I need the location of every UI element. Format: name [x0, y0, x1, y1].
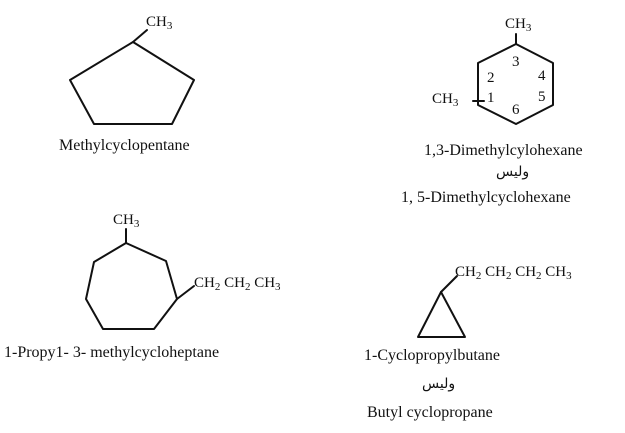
compound-name-propylmethylcycloheptane: 1-Propy1- 3- methylcycloheptane [4, 344, 220, 361]
compound-name-methylcyclopentane: Methylcyclopentane [59, 137, 190, 154]
methyl-group: CH3 [146, 14, 173, 32]
cyclopentane-ring [69, 41, 195, 125]
butyl-chain: CH2 CH2 CH2 CH3 [455, 264, 572, 282]
methyl-group-top: CH3 [505, 16, 532, 34]
alt-name-dimethylcyclohexane: 1, 5-Dimethylcyclohexane [401, 189, 571, 206]
methyl-group: CH3 [113, 212, 140, 230]
connector-text: وليس [496, 164, 530, 180]
connector-text: وليس [422, 376, 456, 392]
propyl-bond [176, 285, 195, 300]
compound-name-cyclopropylbutane: 1-Cyclopropylbutane [364, 347, 500, 364]
ring-number-6: 6 [512, 102, 520, 118]
compound-name-dimethylcyclohexane: 1,3-Dimethylcylohexane [424, 142, 583, 159]
ring-number-4: 4 [538, 68, 546, 84]
propyl-chain: CH2 CH2 CH3 [194, 275, 281, 293]
ring-number-3: 3 [512, 54, 520, 70]
ring-number-1: 1 [487, 90, 495, 106]
cycloheptane-ring [85, 242, 178, 330]
cyclopropane-ring [417, 291, 466, 338]
alt-name-cyclopropylbutane: Butyl cyclopropane [367, 404, 493, 421]
methyl-group-left: CH3 [432, 91, 459, 109]
cyclohexane-ring [477, 43, 554, 125]
butyl-bond [440, 275, 458, 293]
ring-number-2: 2 [487, 70, 495, 86]
ring-number-5: 5 [538, 89, 546, 105]
methyl-bond [132, 29, 148, 43]
